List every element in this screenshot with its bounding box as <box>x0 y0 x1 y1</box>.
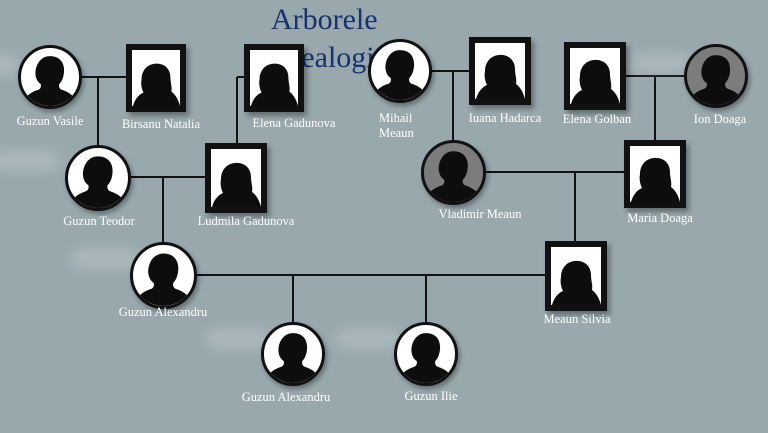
node-maria-doaga[interactable] <box>624 140 686 208</box>
node-guzun-ilie[interactable] <box>394 322 458 386</box>
node-guzun-vasile[interactable] <box>18 45 82 109</box>
male-silhouette-icon <box>371 50 429 100</box>
node-guzun-teodor[interactable] <box>65 145 131 211</box>
label-vladimir-meaun: Vladimir Meaun <box>438 207 522 221</box>
node-birsanu-natalia[interactable] <box>126 44 186 112</box>
female-silhouette-icon <box>552 260 601 305</box>
background-blur <box>630 52 690 74</box>
label-ludmila-gadunova: Ludmila Gadunova <box>197 214 295 228</box>
node-elena-gadunova[interactable] <box>244 44 304 112</box>
female-silhouette-icon <box>250 63 298 106</box>
male-silhouette-icon <box>21 56 79 106</box>
node-ludmila-gadunova[interactable] <box>205 143 267 213</box>
label-guzun-alexandru-child: Guzun Alexandru <box>241 390 331 404</box>
node-guzun-alexandru-parent[interactable] <box>130 242 197 309</box>
label-mihail-first: Mihail <box>379 111 413 125</box>
label-ion-doaga: Ion Doaga <box>693 112 747 126</box>
label-mihail-meaun: Mihail Meaun <box>379 111 414 141</box>
node-elena-golban[interactable] <box>564 42 626 110</box>
male-silhouette-icon <box>424 151 483 202</box>
label-guzun-alexandru-parent: Guzun Alexandru <box>118 305 208 319</box>
male-silhouette-icon <box>133 253 194 306</box>
male-silhouette-icon <box>264 333 322 383</box>
node-meaun-silvia[interactable] <box>545 241 607 311</box>
label-mihail-last: Meaun <box>379 126 414 140</box>
node-guzun-alexandru-child[interactable] <box>261 322 325 386</box>
node-mihail-meaun[interactable] <box>368 39 432 103</box>
background-blur <box>335 328 400 350</box>
node-iuana-hadarca[interactable] <box>469 37 531 105</box>
male-silhouette-icon <box>397 333 455 383</box>
female-silhouette-icon <box>631 157 680 202</box>
label-guzun-vasile: Guzun Vasile <box>16 114 84 128</box>
label-elena-golban: Elena Golban <box>562 112 632 126</box>
female-silhouette-icon <box>212 162 261 207</box>
label-birsanu-natalia: Birsanu Natalia <box>121 117 201 131</box>
female-silhouette-icon <box>571 59 620 104</box>
background-blur <box>205 328 270 350</box>
male-silhouette-icon <box>68 156 128 208</box>
male-silhouette-icon <box>687 55 745 105</box>
label-elena-gadunova: Elena Gadunova <box>252 116 336 130</box>
background-blur <box>70 248 140 270</box>
background-blur <box>0 54 20 76</box>
female-silhouette-icon <box>476 54 525 99</box>
label-meaun-silvia: Meaun Silvia <box>543 312 611 326</box>
node-vladimir-meaun[interactable] <box>421 140 486 205</box>
page-title-line-1: Arborele <box>271 3 378 36</box>
background-blur <box>0 150 60 172</box>
label-guzun-teodor: Guzun Teodor <box>63 214 135 228</box>
female-silhouette-icon <box>132 63 180 106</box>
node-ion-doaga[interactable] <box>684 44 748 108</box>
label-guzun-ilie: Guzun Ilie <box>404 389 458 403</box>
label-maria-doaga: Maria Doaga <box>627 211 693 225</box>
label-iuana-hadarca: Iuana Hadarca <box>468 111 542 125</box>
